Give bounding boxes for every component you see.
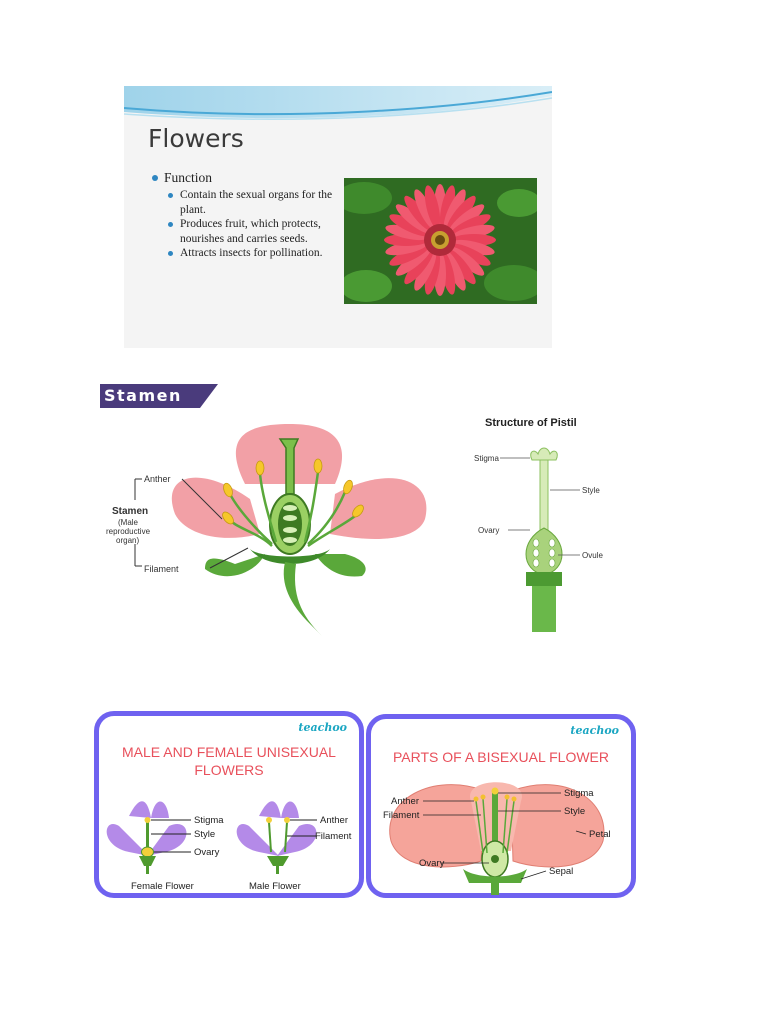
stamen-diagram: Stamen (100, 384, 440, 644)
sepal (205, 554, 265, 577)
petal (395, 204, 432, 234)
label-stigma: Stigma (474, 454, 499, 463)
petal (450, 243, 491, 266)
label-stamen: Stamen (112, 506, 148, 517)
gerbera-flower-photo (344, 178, 537, 304)
card-title-line: FLOWERS (194, 762, 264, 778)
petal (443, 189, 466, 230)
card-title: PARTS OF A BISEXUAL FLOWER (392, 749, 610, 765)
label-filament: Filament (383, 810, 420, 821)
label-ovule: Ovule (582, 551, 603, 560)
female-flower (106, 801, 187, 874)
sepal (315, 554, 366, 577)
label-anther: Anther (320, 815, 348, 826)
petal (451, 239, 495, 256)
stamen-flower-illustration: Anther Stamen (Male reproductive organ) … (106, 424, 427, 636)
label-style: Style (194, 829, 215, 840)
petal (389, 214, 430, 237)
stamen-tag-label: Stamen (104, 386, 182, 405)
label-petal: Petal (589, 829, 611, 840)
petal (510, 784, 605, 868)
slide-bullet-function: Function (152, 170, 212, 186)
label-ovary: Ovary (194, 847, 220, 858)
pistil-title: Structure of Pistil (485, 417, 577, 429)
slide-sub-bullets: Contain the sexual organs for the plant.… (168, 188, 338, 261)
petal (385, 224, 429, 241)
stamen-tag-banner (100, 384, 218, 408)
label-anther: Anther (144, 474, 171, 484)
card-title-line: MALE AND FEMALE UNISEXUAL (122, 744, 336, 760)
label-male-flower: Male Flower (249, 881, 301, 892)
label-ovary: Ovary (419, 858, 445, 869)
slide-bullet-label: Function (164, 170, 213, 185)
bisexual-flower-illustration: Stigma Style Petal Anther Filament Ovary… (383, 782, 611, 895)
male-flower (236, 801, 317, 874)
slide-title: Flowers (148, 124, 244, 153)
petal (424, 185, 441, 229)
label-stigma: Stigma (194, 815, 224, 826)
petal (389, 784, 487, 868)
unisexual-flowers-illustration: Stigma Style Ovary Female Flower Anther … (106, 801, 352, 892)
label-stamen-note: organ) (116, 536, 139, 545)
label-filament: Filament (315, 831, 352, 842)
petal (171, 477, 260, 538)
list-item: Contain the sexual organs for the plant. (168, 188, 338, 217)
label-style: Style (564, 806, 585, 817)
label-stamen-note: reproductive (106, 527, 151, 536)
teachoo-brand: teachoo (570, 724, 619, 737)
label-filament: Filament (144, 564, 179, 574)
label-stamen-note: (Male (118, 518, 139, 527)
slide-header-wave (124, 86, 552, 120)
list-item: Produces fruit, which protects, nourishe… (168, 217, 338, 246)
flower-stem (283, 562, 322, 636)
label-anther: Anther (391, 796, 419, 807)
pistil-illustration: Structure of Pistil Stigma Style Ovary O… (474, 417, 603, 632)
bullet-dot (152, 175, 158, 181)
petal (414, 250, 437, 291)
label-style: Style (582, 486, 600, 495)
pistil-diagram: Structure of Pistil Stigma Style Ovary O… (460, 400, 630, 635)
petal (330, 478, 427, 539)
petal (439, 185, 456, 229)
label-female-flower: Female Flower (131, 881, 194, 892)
petal (404, 248, 434, 285)
unisexual-flowers-card: teachoo MALE AND FEMALE UNISEXUAL FLOWER… (94, 711, 364, 898)
flowers-slide: Flowers Function Contain the sexual orga… (124, 86, 552, 348)
petal (448, 246, 485, 276)
teachoo-brand: teachoo (298, 721, 347, 734)
petal (424, 251, 441, 295)
sepal (463, 869, 527, 883)
petal (446, 195, 476, 232)
label-ovary: Ovary (478, 526, 499, 535)
bisexual-flower-card: teachoo PARTS OF A BISEXUAL FLOWER (366, 714, 636, 898)
label-stigma: Stigma (564, 788, 594, 799)
label-sepal: Sepal (549, 866, 573, 877)
list-item: Attracts insects for pollination. (168, 246, 338, 261)
